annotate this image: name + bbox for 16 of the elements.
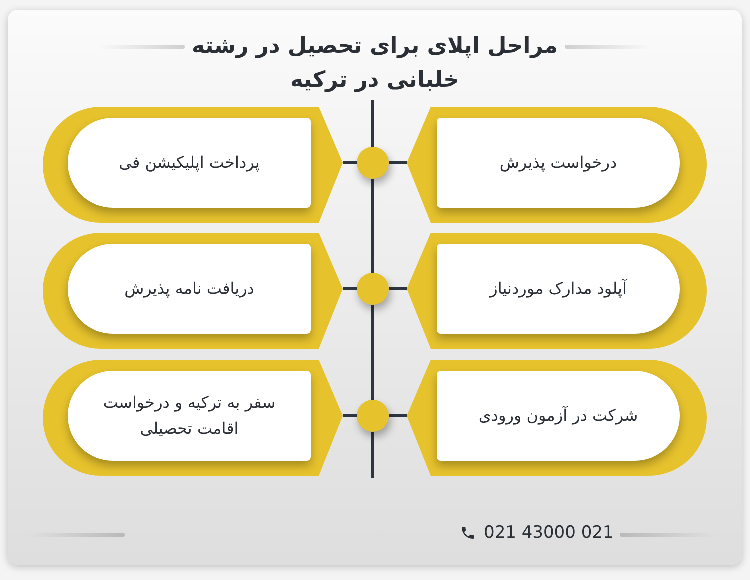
title: مراحل اپلای برای تحصیل در رشته خلبانی در ترکیه: [191, 33, 559, 95]
step-text: شرکت در آزمون ورودی: [478, 405, 638, 427]
connector-line: [389, 162, 407, 164]
connector-line: [343, 162, 357, 164]
connector-line: [343, 288, 357, 290]
connector-line: [389, 414, 407, 418]
connector-line: [389, 288, 407, 290]
step-text: پرداخت اپلیکیشن فی: [119, 152, 260, 174]
connector-line: [372, 305, 374, 400]
step-text: آپلود مدارک موردنیاز: [490, 278, 627, 300]
step-text: درخواست پذیرش: [500, 152, 618, 174]
connector-line: [343, 414, 357, 418]
step-text: دریافت نامه پذیرش: [124, 278, 254, 300]
phone-number: 021 43000 021: [484, 522, 614, 544]
connector-line: [372, 179, 374, 273]
step-text: سفر به ترکیه و درخواست اقامت تحصیلی: [102, 392, 277, 440]
